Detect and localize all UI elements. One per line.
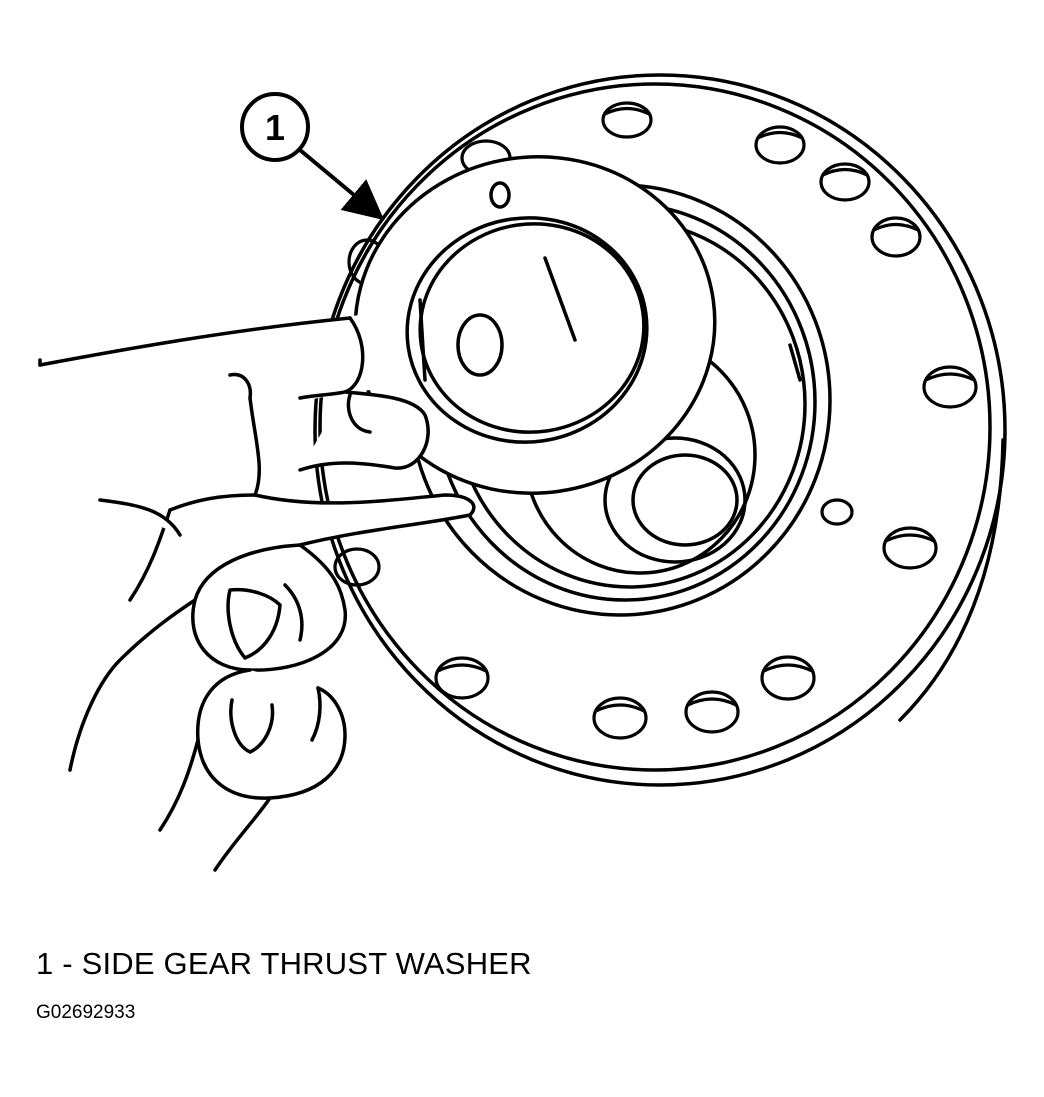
side-gear-thrust-washer <box>353 155 717 495</box>
technician-hand <box>38 315 476 872</box>
flange-bolt-holes <box>333 101 978 740</box>
thrust-washer-illustration: 1 <box>38 73 1007 872</box>
callout-leader <box>240 92 385 221</box>
callout-number: 1 <box>265 107 285 148</box>
figure-caption: 1 - SIDE GEAR THRUST WASHER <box>36 946 532 981</box>
figure-id: G02692933 <box>36 1002 136 1023</box>
